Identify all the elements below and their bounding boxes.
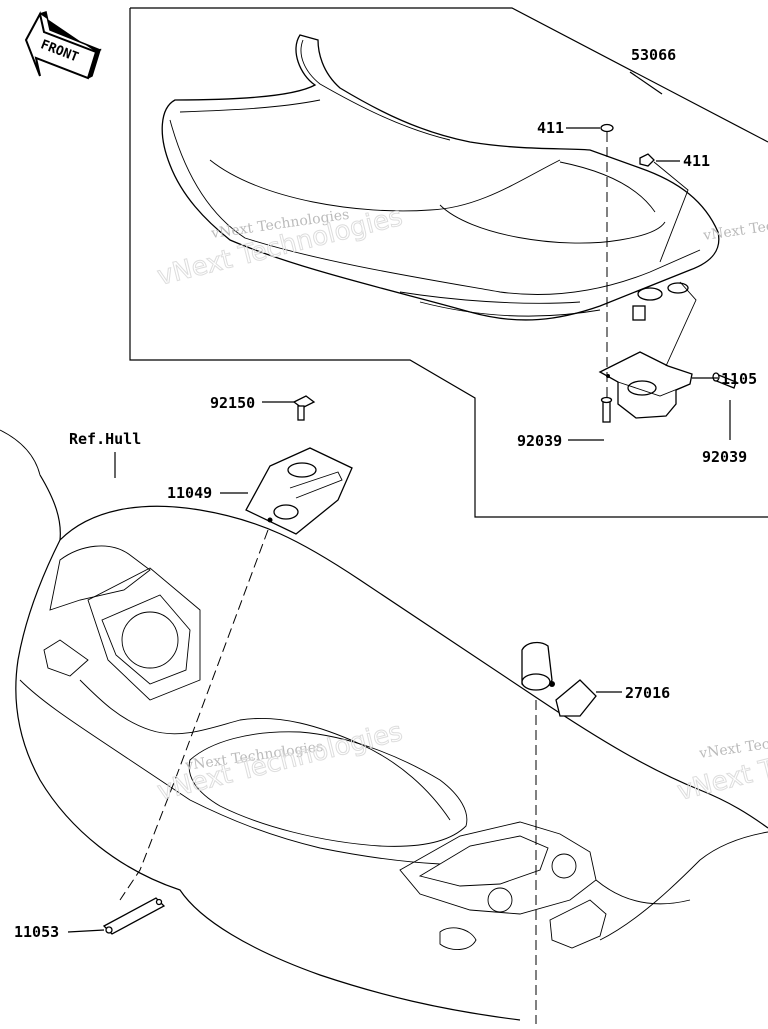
part-label-411-top: 411 xyxy=(537,119,564,137)
part-label-92039-left: 92039 xyxy=(517,432,562,450)
hull-reference xyxy=(0,429,768,1021)
bolt-92039-left xyxy=(600,396,613,423)
front-arrow-icon: FRONT xyxy=(24,11,102,80)
part-label-53066: 53066 xyxy=(631,46,676,64)
reference-hull-label: Ref.Hull xyxy=(69,430,141,448)
watermark-text: vNext Technologies xyxy=(701,209,768,244)
part-label-11049: 11049 xyxy=(167,484,212,502)
grommet-411-side xyxy=(639,153,655,167)
strap-11053 xyxy=(102,897,166,935)
seat-assembly xyxy=(161,34,720,321)
lamp-27016 xyxy=(521,641,597,717)
bolt-92150 xyxy=(292,395,316,421)
watermark-outline: vNext Technologies xyxy=(674,717,768,807)
part-label-1105: 1105 xyxy=(721,370,757,388)
part-label-11053: 11053 xyxy=(14,923,59,941)
grommet-411-top xyxy=(600,123,614,133)
part-label-27016: 27016 xyxy=(625,684,670,702)
seat-hook-bracket xyxy=(598,351,693,419)
mount-bracket-11049 xyxy=(245,447,353,535)
part-label-411-side: 411 xyxy=(683,152,710,170)
part-label-92039-right: 92039 xyxy=(702,448,747,466)
part-label-92150: 92150 xyxy=(210,394,255,412)
seat-group-frame xyxy=(129,7,768,518)
